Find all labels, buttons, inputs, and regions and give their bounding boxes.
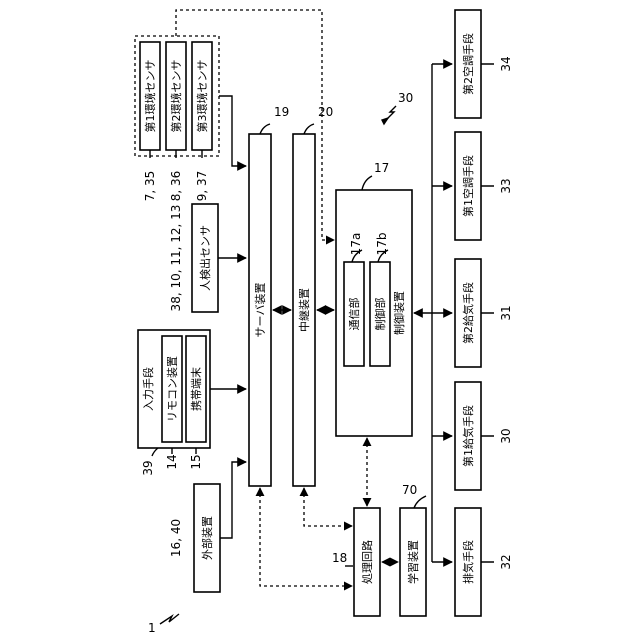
- output-ref-5: 32: [499, 554, 513, 569]
- figure-number: 1: [148, 621, 156, 635]
- external-device-ref: 16, 40: [169, 519, 183, 557]
- figure-number-leader: [160, 614, 179, 624]
- input-means-label: 入力手段: [141, 367, 155, 411]
- output-label-1: 第2空調手段: [461, 33, 475, 95]
- env-sensor-2-ref: 8, 36: [169, 171, 183, 202]
- comm-unit-label: 通信部: [347, 298, 361, 331]
- learning-device-ref: 70: [402, 483, 417, 497]
- server-ref-leader: [260, 124, 270, 134]
- output-label-4: 第1給気手段: [461, 405, 475, 467]
- input-means-ref: 39: [141, 460, 155, 475]
- server-processing-dotted-arrow: [260, 488, 352, 586]
- external-to-server-arrow: [220, 462, 246, 538]
- sensor-to-server-arrow: [219, 96, 246, 166]
- remote-label: リモコン装置: [166, 356, 179, 422]
- relay-ref: 20: [318, 105, 333, 119]
- server-ref: 19: [274, 105, 289, 119]
- processing-circuit-label: 処理回路: [361, 540, 374, 584]
- human-sensor-label: 人検出センサ: [198, 225, 212, 291]
- output-ref-1: 34: [499, 56, 513, 71]
- sensor-ref-leaders: [150, 150, 202, 158]
- control-device-ref: 17: [374, 161, 389, 175]
- comm-unit-ref: 17a: [349, 233, 363, 256]
- env-sensor-2-label: 第2環境センサ: [169, 60, 183, 133]
- ctrl-unit-label: 制御部: [373, 298, 387, 331]
- env-sensor-3-ref: 9, 37: [195, 171, 209, 202]
- relay-processing-dotted-arrow: [304, 488, 352, 526]
- server-label: サーバ装置: [254, 283, 267, 338]
- human-sensor-ref: 38, 10, 11, 12, 13: [169, 205, 183, 312]
- output-label-3: 第2給気手段: [461, 282, 475, 344]
- output-label-2: 第1空調手段: [461, 155, 475, 217]
- control-ref-leader: [362, 176, 372, 190]
- mobile-label: 携帯端末: [189, 367, 203, 411]
- output-ref-3: 31: [499, 305, 513, 320]
- output-ref-2: 33: [499, 178, 513, 193]
- env-sensor-3-label: 第3環境センサ: [195, 60, 209, 133]
- relay-label: 中継装置: [297, 288, 311, 332]
- mobile-ref: 15: [189, 454, 203, 469]
- learning-device-label: 学習装置: [406, 540, 420, 584]
- external-device-label: 外部装置: [200, 516, 214, 560]
- output-label-5: 排気手段: [461, 540, 475, 584]
- env-sensor-1-label: 第1環境センサ: [143, 60, 157, 133]
- control-device-label: 制御装置: [392, 291, 406, 335]
- output-ref-leaders: [481, 64, 494, 562]
- env-sensor-1-ref: 7, 35: [143, 171, 157, 202]
- processing-circuit-ref: 18: [332, 551, 347, 565]
- system-ref-arrowhead: [382, 118, 388, 124]
- remote-ref: 14: [165, 454, 179, 469]
- output-ref-4: 30: [499, 428, 513, 443]
- relay-ref-leader: [304, 124, 314, 134]
- ctrl-unit-ref: 17b: [375, 233, 389, 256]
- learning-ref-leader: [414, 496, 426, 508]
- system-ref: 30: [398, 91, 413, 105]
